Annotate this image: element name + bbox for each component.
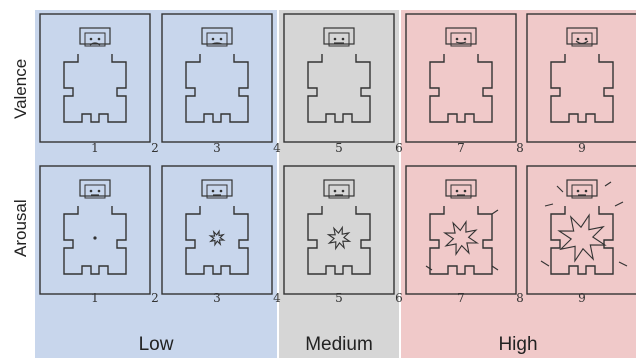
arousal-manikin-2 bbox=[162, 166, 272, 294]
arousal-scale-number-9: 9 bbox=[578, 291, 586, 305]
arousal-scale-number-6: 6 bbox=[395, 291, 403, 305]
valence-scale-number-8: 8 bbox=[516, 141, 524, 155]
arousal-scale-number-8: 8 bbox=[516, 291, 524, 305]
valence-manikin-4 bbox=[406, 14, 516, 142]
arousal-scale-number-5: 5 bbox=[335, 291, 343, 305]
valence-scale-number-2: 2 bbox=[151, 141, 159, 155]
valence-manikin-3 bbox=[284, 14, 394, 142]
arousal-scale-number-7: 7 bbox=[457, 291, 465, 305]
valence-scale-number-4: 4 bbox=[273, 141, 281, 155]
valence-scale-number-9: 9 bbox=[578, 141, 586, 155]
valence-manikin-1 bbox=[40, 14, 150, 142]
valence-scale-number-1: 1 bbox=[91, 141, 99, 155]
arousal-scale-number-4: 4 bbox=[273, 291, 281, 305]
valence-scale-number-5: 5 bbox=[335, 141, 343, 155]
valence-scale-number-6: 6 bbox=[395, 141, 403, 155]
valence-manikin-5 bbox=[527, 14, 636, 142]
arousal-scale-number-1: 1 bbox=[91, 291, 99, 305]
arousal-manikin-1 bbox=[40, 166, 150, 294]
arousal-manikin-5 bbox=[527, 166, 636, 294]
arousal-manikin-3 bbox=[284, 166, 394, 294]
valence-manikin-2 bbox=[162, 14, 272, 142]
valence-scale-number-3: 3 bbox=[213, 141, 221, 155]
arousal-manikin-4 bbox=[406, 166, 516, 294]
arousal-scale-number-3: 3 bbox=[213, 291, 221, 305]
valence-scale-number-7: 7 bbox=[457, 141, 465, 155]
arousal-scale-number-2: 2 bbox=[151, 291, 159, 305]
